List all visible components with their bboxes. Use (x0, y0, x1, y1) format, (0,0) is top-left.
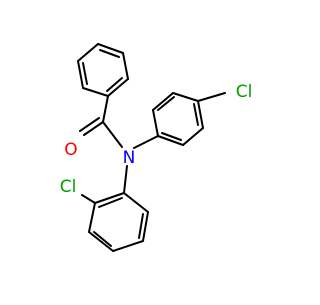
bond-ring-a-4 (82, 87, 109, 97)
bond-ring-b-to-cl (197, 92, 226, 102)
bond-ring-b-2 (152, 92, 174, 111)
bond-ring-c-4 (88, 231, 114, 252)
ortho-chlorophenyl-ring (81, 192, 149, 252)
bond-ring-a-inner-1 (99, 49, 120, 58)
bond-ring-a-2 (122, 52, 129, 80)
bond-c-o-double-2 (79, 117, 100, 132)
bond-ring-a-1 (97, 43, 124, 54)
bond-ring-b-3 (172, 92, 199, 102)
bond-carbonyl-to-n (102, 121, 123, 148)
benzoyl-phenyl-ring (77, 43, 129, 97)
bond-ring-b-6 (157, 135, 184, 146)
bond-ring-b-inner-2 (193, 103, 199, 126)
carbonyl-group (79, 95, 123, 148)
bond-ring-to-carbonyl (102, 95, 109, 123)
molecule-canvas: O N Cl Cl (60, 43, 253, 252)
bond-ring-c-3 (112, 240, 144, 252)
bond-ring-c-5 (88, 202, 96, 233)
bond-ring-c-inner-1 (138, 213, 144, 239)
bond-ring-b-1 (152, 109, 159, 137)
bond-c-o-double-1 (83, 121, 104, 136)
bond-ring-b-inner-1 (157, 96, 175, 111)
bond-ring-c-to-cl (81, 194, 96, 204)
bond-ring-a-5 (77, 60, 84, 89)
bond-ring-c-6 (94, 192, 125, 204)
oxygen-atom-label: O (64, 140, 77, 160)
bond-ring-a-3 (107, 78, 129, 97)
bond-ring-c-inner-3 (98, 197, 123, 208)
bond-ring-c-1 (123, 192, 149, 213)
bond-ring-c-inner-2 (93, 231, 112, 247)
chlorine-ortho-atom-label: Cl (60, 177, 77, 197)
bond-ring-b-inner-3 (161, 132, 182, 141)
molecule-structure-svg: O N Cl Cl (60, 43, 253, 252)
bond-ring-b-4 (197, 100, 204, 129)
para-chlorophenyl-ring (152, 92, 226, 146)
bond-ring-b-5 (182, 127, 204, 146)
bond-ring-a-inner-2 (106, 77, 123, 92)
bond-n-to-chlorophenyl-ortho (123, 165, 128, 194)
bond-ring-a-6 (77, 43, 99, 62)
bond-ring-c-2 (142, 211, 149, 242)
bond-ring-a-inner-3 (82, 62, 88, 85)
chlorine-para-atom-label: Cl (236, 82, 253, 102)
bond-n-to-chlorophenyl-para (133, 135, 159, 149)
nitrogen-atom-label: N (123, 148, 136, 168)
